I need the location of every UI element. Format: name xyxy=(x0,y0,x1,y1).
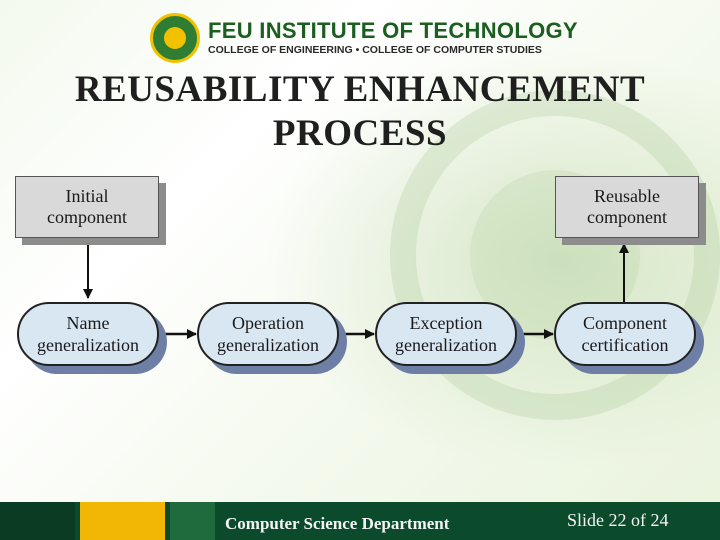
operation-generalization-step: Operation generalization xyxy=(197,302,339,366)
brand-text: FEU INSTITUTE OF TECHNOLOGY COLLEGE OF E… xyxy=(208,19,578,57)
step-label-line1: Name xyxy=(66,313,110,333)
component-certification-step: Component certification xyxy=(554,302,696,366)
slide-title-line1: REUSABILITY ENHANCEMENT xyxy=(74,69,646,110)
institution-name: FEU INSTITUTE OF TECHNOLOGY xyxy=(208,18,578,43)
footer-bar: Computer Science Department Slide 22 of … xyxy=(0,502,720,540)
footer-block-dark xyxy=(0,502,75,540)
step-label-line2: generalization xyxy=(395,335,497,355)
logo-emblem xyxy=(164,27,186,49)
step-label-line2: generalization xyxy=(37,335,139,355)
department-label: Computer Science Department xyxy=(225,514,450,533)
step-label-line1: Exception xyxy=(409,313,483,333)
footer-block-gold xyxy=(80,502,165,540)
institution-colleges: COLLEGE OF ENGINEERING • COLLEGE OF COMP… xyxy=(208,44,542,56)
step-label-line2: certification xyxy=(581,335,669,355)
reusable-component-line2: component xyxy=(587,207,667,227)
institution-header: FEU INSTITUTE OF TECHNOLOGY COLLEGE OF E… xyxy=(150,10,578,66)
reusable-component-box: Reusable component xyxy=(555,176,699,238)
initial-component-line2: component xyxy=(47,207,127,227)
footer-block-green xyxy=(170,502,215,540)
step-label-line2: generalization xyxy=(217,335,319,355)
initial-component-box: Initial component xyxy=(15,176,159,238)
step-label-line1: Component xyxy=(582,313,667,333)
institution-logo-icon xyxy=(150,13,200,63)
slide-title: REUSABILITY ENHANCEMENT PROCESS xyxy=(0,68,720,156)
initial-component-line1: Initial xyxy=(65,186,109,206)
reusable-component-line1: Reusable xyxy=(594,186,660,206)
slide-number: Slide 22 of 24 xyxy=(567,510,669,530)
step-label-line1: Operation xyxy=(232,313,304,333)
slide-title-line2: PROCESS xyxy=(272,113,448,154)
exception-generalization-step: Exception generalization xyxy=(375,302,517,366)
name-generalization-step: Name generalization xyxy=(17,302,159,366)
